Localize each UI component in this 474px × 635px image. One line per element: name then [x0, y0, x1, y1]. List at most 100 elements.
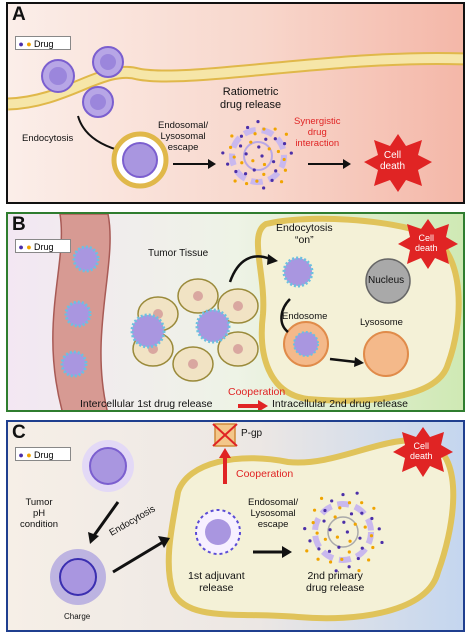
legend-label: Drug — [34, 242, 54, 252]
drug-dot — [353, 522, 357, 526]
drug-dot — [340, 557, 344, 561]
nanoparticle — [41, 59, 75, 93]
drug-dot — [348, 539, 352, 543]
drug-dot — [262, 186, 266, 190]
panel-a: A ● ●Drug Endocytosis Endosomal/ Lysosom… — [6, 2, 465, 204]
endocytosis-arrow — [77, 115, 119, 151]
charge-label: Charge — [64, 612, 91, 621]
drug-dot — [341, 492, 345, 497]
escape-label: Endosomal/ Lysosomal escape — [248, 497, 299, 530]
release-label: Ratiometric drug release — [220, 86, 282, 111]
drug-dot — [249, 140, 253, 144]
drug-dot — [264, 137, 268, 141]
nanoparticle — [72, 245, 100, 273]
drug-dot — [360, 546, 364, 550]
drug-dot — [322, 519, 326, 523]
drug-dot — [356, 556, 360, 561]
drug-dot — [273, 137, 277, 141]
drug-dot — [328, 528, 332, 532]
panel-b-graphics — [52, 214, 462, 410]
drug-dot — [377, 527, 381, 531]
drug-dot — [251, 159, 255, 163]
endocytosis-on-label: Endocytosis “on” — [276, 222, 333, 247]
pgp-label: P-gp — [241, 428, 263, 439]
drug-dot — [282, 142, 287, 146]
drug-dot — [234, 169, 238, 174]
adjuvant-label: 1st adjuvant release — [188, 570, 245, 595]
drug-dot — [335, 535, 340, 539]
drug-dot — [308, 539, 312, 543]
endocytosis-label: Endocytosis — [22, 133, 74, 144]
drug-dot — [319, 496, 324, 500]
drug-dot — [363, 525, 367, 529]
drug-dot — [370, 516, 374, 521]
panel-letter: B — [12, 214, 26, 235]
drug-dot — [347, 501, 352, 505]
drug-dot — [256, 120, 260, 124]
drug-dot — [357, 568, 361, 573]
drug-dot — [323, 508, 327, 513]
drug-dot — [233, 179, 237, 183]
nucleus — [365, 258, 411, 304]
cell-death-star — [364, 134, 432, 192]
drug-dot — [244, 152, 248, 156]
drug-dot — [328, 560, 333, 564]
drug-dot — [226, 162, 230, 166]
tumor-cell-membrane — [165, 437, 457, 622]
drug-dot — [345, 530, 349, 534]
panel-c: C ● ●Drug P-gp Cooperation Tumor pH cond… — [6, 420, 465, 632]
nanoparticle — [282, 256, 314, 288]
drug-dot — [276, 149, 281, 154]
drug-dot — [253, 132, 257, 136]
tumor-tissue — [130, 278, 259, 382]
drug-dot — [317, 547, 321, 551]
drug-dot — [358, 536, 362, 540]
drug-dots-icon: ● ● — [18, 39, 32, 49]
panel-letter: A — [12, 4, 26, 25]
drug-dot — [371, 545, 375, 550]
drug-dot — [372, 506, 376, 510]
cell-death-star — [393, 427, 453, 477]
drug-dots-icon: ● ● — [18, 242, 32, 252]
drug-dot — [238, 144, 243, 148]
nucleus-label: Nucleus — [368, 275, 405, 286]
drug-dots-icon: ● ● — [18, 450, 32, 460]
drug-dot — [360, 501, 364, 505]
drug-dot — [239, 134, 244, 138]
drug-dot — [289, 151, 293, 155]
drug-dot — [271, 160, 276, 164]
drug-legend: ● ●Drug — [15, 36, 71, 50]
drug-dot — [262, 162, 267, 167]
cell-death-star — [398, 219, 458, 269]
drug-legend: ● ●Drug — [15, 239, 71, 253]
drug-dot — [284, 132, 288, 136]
drug-dot — [312, 508, 317, 512]
drug-dot — [243, 172, 248, 176]
panel-a-graphics — [8, 46, 463, 192]
nanoparticle — [60, 350, 88, 378]
drug-dot — [323, 537, 327, 541]
cooperation-label: Cooperation — [228, 386, 286, 398]
cooperation-label: Cooperation — [236, 468, 294, 480]
lysosome-label: Lysosome — [360, 317, 403, 328]
drug-dot — [274, 169, 278, 173]
drug-dot — [283, 168, 288, 172]
drug-dot — [279, 180, 284, 184]
drug-dot — [316, 557, 320, 561]
drug-molecules — [221, 120, 293, 190]
lysosome — [363, 331, 409, 377]
drug-dot — [330, 499, 334, 503]
drug-dot — [334, 569, 338, 573]
nanoparticle — [92, 46, 124, 78]
drug-dot — [342, 520, 346, 524]
drug-dot — [305, 549, 309, 553]
panel-b: B ● ●Drug Tumor Tissue Endocytosis “on” … — [6, 212, 465, 412]
primary-label: 2nd primary drug release — [306, 570, 365, 595]
drug-dot — [367, 558, 371, 562]
legend-label: Drug — [34, 39, 54, 49]
drug-dot — [338, 506, 342, 510]
tumor-tissue-label: Tumor Tissue — [148, 248, 209, 259]
drug-dot — [255, 179, 259, 183]
drug-dot — [360, 511, 364, 515]
endosome-label: Endosome — [282, 311, 328, 322]
